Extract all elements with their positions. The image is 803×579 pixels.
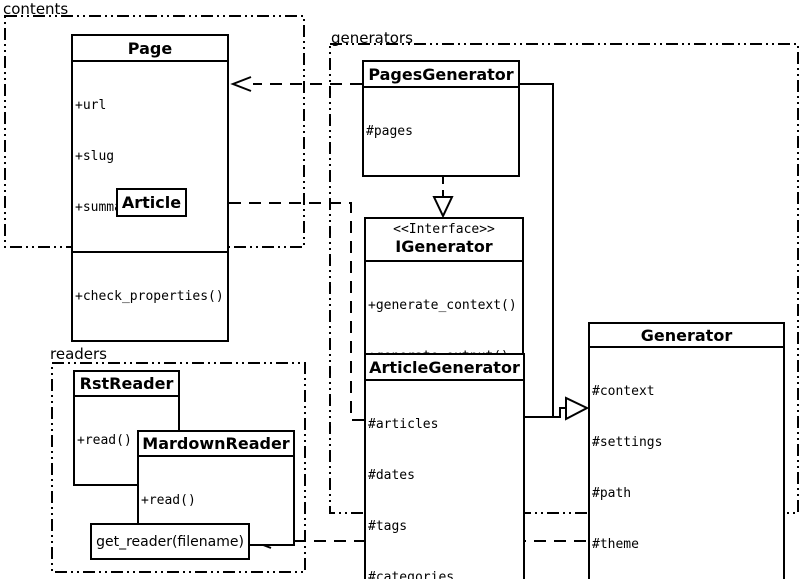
contents-package-label: contents (3, 0, 69, 18)
class-attribute: #dates (368, 468, 415, 483)
class-attribute: #context (592, 384, 655, 399)
class-attributes: #articles #dates #tags #categories (366, 379, 523, 579)
class-generator: Generator #context #settings #path #them… (588, 322, 785, 579)
class-attributes: #pages (364, 86, 518, 175)
class-attribute: #path (592, 486, 632, 501)
class-title: Article (121, 193, 182, 212)
class-articlegenerator: ArticleGenerator #articles #dates #tags … (364, 353, 525, 579)
dependency-arrow-pagesgenerator-to-page (230, 76, 362, 92)
class-title: Page (127, 38, 173, 58)
class-title: RstReader (79, 374, 174, 393)
class-attribute: #categories (368, 570, 455, 579)
class-methods: +read() (75, 395, 178, 484)
class-method: +read() (141, 493, 196, 508)
class-attribute: +url (75, 98, 107, 113)
class-title: PagesGenerator (368, 64, 514, 84)
class-attribute: #tags (368, 519, 408, 534)
class-method: +check_properties() (75, 289, 224, 304)
class-pagesgenerator: PagesGenerator #pages (362, 60, 520, 177)
class-attributes: +url +slug +summary (73, 60, 227, 251)
readers-package-label: readers (50, 345, 107, 363)
class-method: +read() (77, 433, 132, 448)
class-title: <<Interface>> IGenerator (366, 219, 522, 260)
class-article: Article (116, 188, 187, 217)
class-attributes: #context #settings #path #theme #output_… (590, 346, 783, 579)
class-attribute: #articles (368, 417, 439, 432)
get-reader-label: get_reader(filename) (96, 533, 244, 550)
class-methods: +read() (139, 455, 293, 544)
class-page: Page +url +slug +summary +check_properti… (71, 34, 229, 342)
class-attribute: #theme (592, 537, 639, 552)
class-title: Generator (640, 325, 733, 345)
get-reader-node: get_reader(filename) (90, 523, 250, 560)
generators-package-label: generators (331, 29, 413, 47)
readers-package-border (51, 362, 306, 573)
class-title: MardownReader (142, 434, 290, 453)
class-methods: +check_properties() (73, 251, 227, 340)
class-title-text: IGenerator (395, 237, 493, 256)
class-attribute: +slug (75, 149, 115, 164)
inheritance-arrow-generators-to-generator (520, 83, 590, 421)
generators-package-border (329, 43, 799, 514)
class-attribute: #pages (366, 124, 413, 139)
class-title: ArticleGenerator (369, 357, 520, 377)
class-method: +generate_context() (368, 298, 517, 313)
class-stereotype: <<Interface>> (393, 222, 495, 237)
class-attribute: #settings (592, 435, 663, 450)
